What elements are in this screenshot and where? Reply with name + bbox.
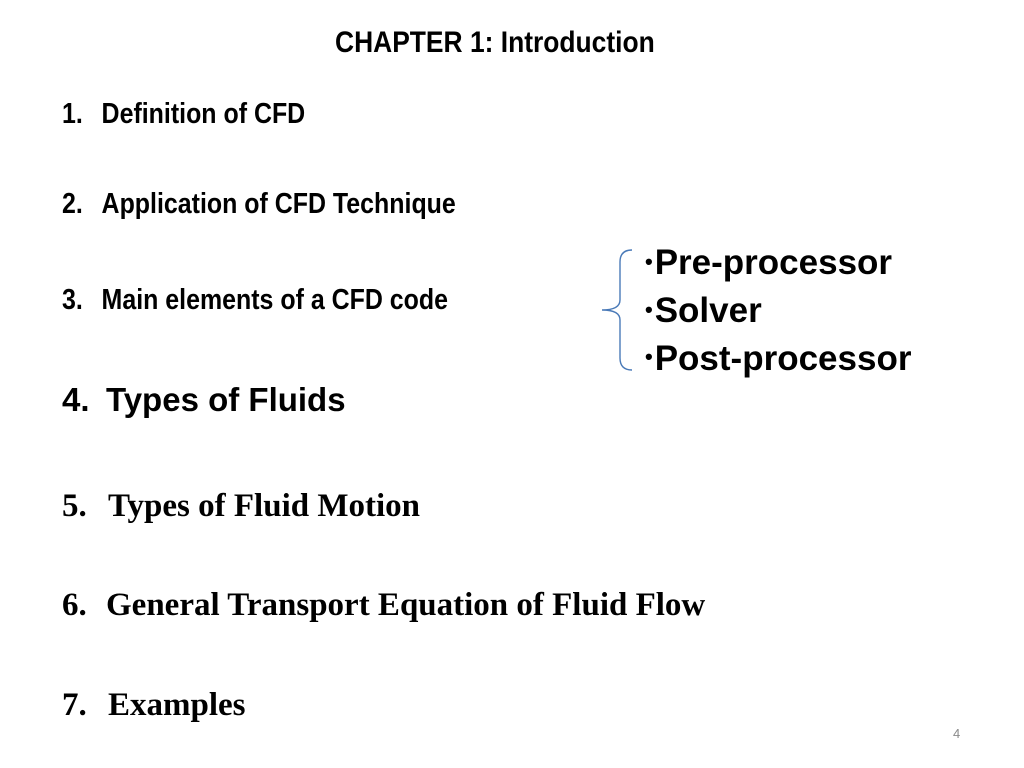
left-brace-icon	[601, 249, 633, 371]
sub-item-post-processor: •Post-processor	[645, 336, 911, 384]
item-text: Types of Fluid Motion	[108, 488, 421, 524]
item-text: General Transport Equation of Fluid Flow	[106, 587, 706, 623]
list-item-examples: 7. Examples	[62, 687, 246, 724]
list-item-application: 2. Application of CFD Technique	[62, 188, 456, 221]
bullet-icon: •	[645, 344, 653, 370]
item-text: Types of Fluids	[106, 381, 346, 418]
bullet-icon: •	[645, 296, 653, 322]
page-number: 4	[953, 726, 961, 741]
code-elements-list: •Pre-processor •Solver •Post-processor	[645, 240, 911, 383]
sub-item-text: Solver	[654, 290, 762, 330]
list-item-fluid-motion: 5. Types of Fluid Motion	[62, 488, 420, 525]
sub-item-text: Post-processor	[654, 338, 912, 378]
item-number: 6.	[62, 587, 87, 623]
sub-item-solver: •Solver	[645, 288, 911, 336]
slide-title: CHAPTER 1: Introduction	[335, 26, 655, 59]
item-number: 7.	[62, 687, 87, 723]
item-text: Application of CFD Technique	[101, 188, 456, 220]
list-item-definition: 1. Definition of CFD	[62, 98, 305, 131]
item-text: Definition of CFD	[101, 98, 306, 130]
bullet-icon: •	[645, 248, 653, 274]
item-text: Examples	[108, 687, 246, 723]
sub-item-pre-processor: •Pre-processor	[645, 240, 911, 288]
item-number: 1.	[62, 98, 83, 130]
sub-item-text: Pre-processor	[654, 243, 893, 282]
item-text: Main elements of a CFD code	[101, 284, 449, 316]
list-item-transport-equation: 6. General Transport Equation of Fluid F…	[62, 587, 705, 624]
item-number: 4.	[62, 381, 90, 418]
list-item-types-of-fluids: 4. Types of Fluids	[62, 381, 346, 419]
item-number: 2.	[62, 188, 83, 220]
list-item-main-elements: 3. Main elements of a CFD code	[62, 284, 448, 317]
item-number: 5.	[62, 488, 87, 524]
item-number: 3.	[62, 284, 83, 316]
